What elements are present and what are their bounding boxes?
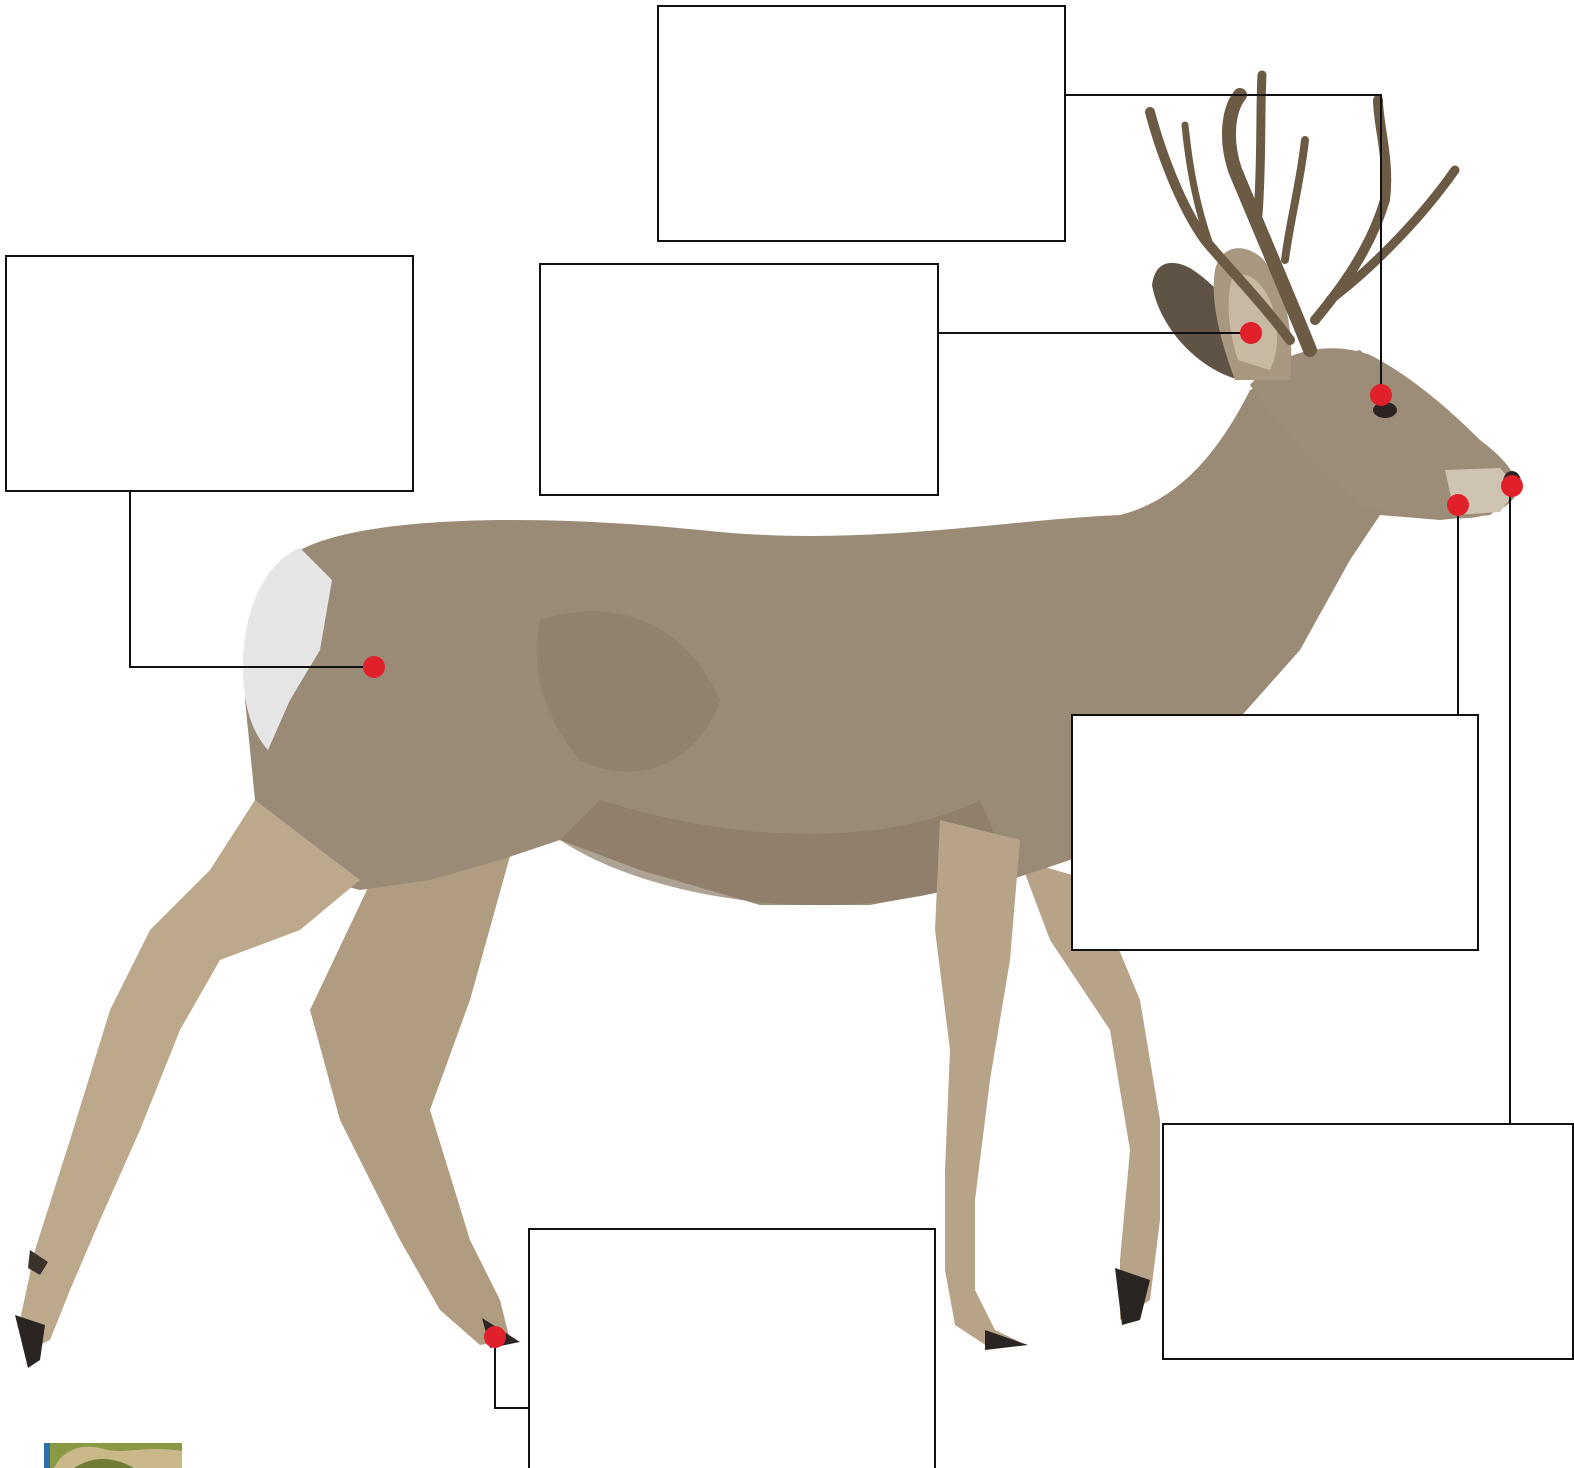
label-box-ear[interactable]	[539, 263, 939, 496]
photo-thumbnail-icon	[44, 1443, 182, 1468]
label-box-mouth[interactable]	[1071, 714, 1479, 951]
near-fore-leg	[935, 820, 1028, 1350]
label-box-nose[interactable]	[1162, 1123, 1574, 1360]
marker-mouth[interactable]	[1447, 494, 1469, 516]
label-box-eye[interactable]	[657, 5, 1066, 242]
marker-ear[interactable]	[1240, 322, 1262, 344]
marker-rump[interactable]	[363, 656, 385, 678]
label-box-rump[interactable]	[5, 255, 414, 492]
marker-eye[interactable]	[1370, 384, 1392, 406]
marker-hoof[interactable]	[484, 1326, 506, 1348]
label-box-hoof[interactable]	[528, 1228, 936, 1468]
leader-line-hoof	[495, 1337, 528, 1408]
marker-nose[interactable]	[1501, 475, 1523, 497]
far-hind-leg	[310, 820, 520, 1348]
near-hind-leg	[15, 800, 360, 1368]
